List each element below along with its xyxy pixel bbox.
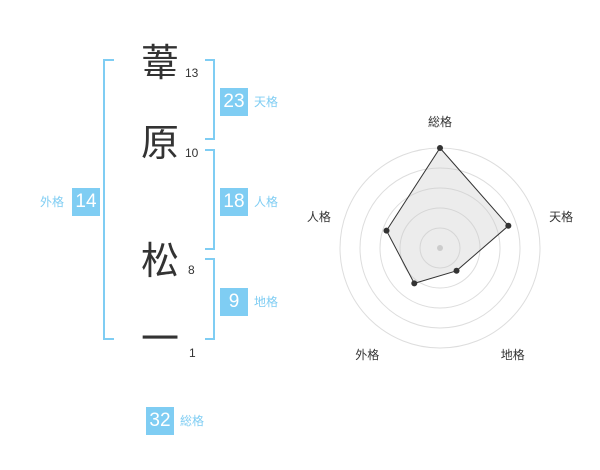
radar-ring-2 — [399, 207, 481, 289]
radar-ring-3 — [379, 187, 501, 309]
radar-ring-4 — [359, 167, 521, 329]
tenkaku-value: 23 — [220, 88, 248, 116]
chikaku-value: 9 — [220, 288, 248, 316]
stroke-count-2: 10 — [185, 146, 199, 160]
radar-axis-label: 地格 — [501, 347, 525, 362]
name-char-4: 一 — [140, 317, 179, 361]
radar-axis-label: 外格 — [355, 347, 379, 362]
gaikaku-label: 外格 — [40, 195, 65, 209]
radar-axis-label: 人格 — [307, 209, 331, 224]
gaikaku-value: 14 — [72, 188, 100, 216]
radar-point-人格 — [383, 227, 390, 234]
stroke-count-1: 13 — [185, 66, 199, 80]
tenkaku-label: 天格 — [254, 95, 279, 109]
radar-polygon — [385, 147, 510, 284]
radar-point-地格 — [453, 267, 460, 274]
radar-center-dot — [437, 245, 443, 251]
name-char-3: 松 — [140, 239, 179, 283]
stroke-count-4: 1 — [189, 346, 196, 360]
radar-point-総格 — [437, 145, 443, 151]
tenkaku-bracket — [205, 59, 215, 140]
radar-axis-label: 天格 — [549, 209, 573, 224]
jinkaku-label: 人格 — [254, 195, 279, 209]
name-char-1: 葦 — [140, 41, 179, 85]
radar-axis-label: 総格 — [428, 114, 452, 129]
chikaku-bracket — [205, 258, 215, 340]
jinkaku-value: 18 — [220, 188, 248, 216]
gaikaku-bracket — [103, 59, 114, 340]
radar-point-外格 — [411, 280, 418, 287]
radar-ring-1 — [419, 227, 461, 269]
soukaku-value: 32 — [146, 407, 174, 435]
radar-point-天格 — [505, 222, 512, 229]
soukaku-label: 総格 — [180, 414, 205, 428]
name-char-2: 原 — [140, 121, 179, 165]
radar-points — [383, 145, 512, 287]
chikaku-label: 地格 — [254, 295, 279, 309]
stroke-count-3: 8 — [188, 263, 195, 277]
jinkaku-bracket — [205, 149, 215, 250]
